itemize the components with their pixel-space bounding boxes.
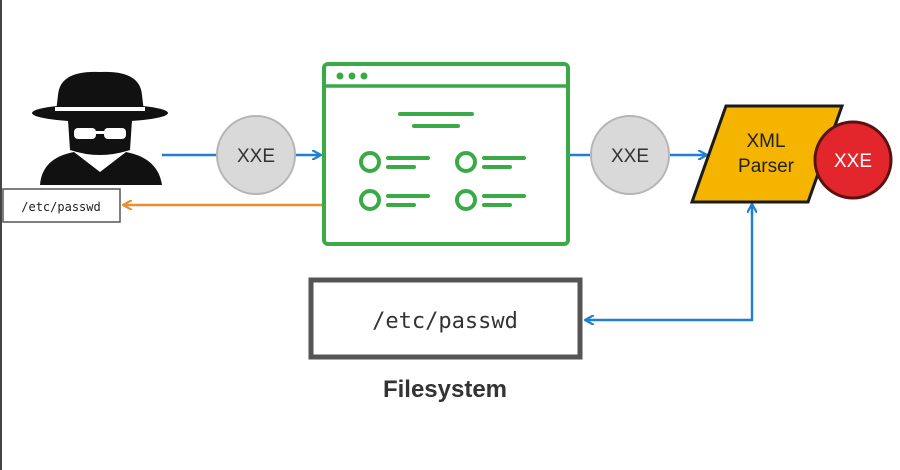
- xxe-node-1-label: XXE: [237, 146, 275, 167]
- xml-parser-line2: Parser: [738, 156, 795, 177]
- xxe-node-2: XXE: [590, 115, 670, 195]
- browser-window-icon: [322, 62, 570, 246]
- leaked-file-box: /etc/passwd: [2, 188, 121, 223]
- spy-icon: [32, 71, 168, 185]
- file-label: /etc/passwd: [372, 309, 518, 334]
- parser-to-file-arrow: [586, 210, 754, 320]
- xxe-badge: XXE: [813, 120, 893, 200]
- xxe-node-1: XXE: [216, 115, 296, 195]
- xml-parser-line1: XML: [746, 131, 785, 152]
- xxe-badge-label: XXE: [834, 151, 872, 172]
- xxe-node-2-label: XXE: [611, 146, 649, 167]
- leaked-file-label: /etc/passwd: [21, 200, 100, 214]
- file-box: /etc/passwd: [308, 277, 583, 360]
- xml-parser-node: XML Parser: [689, 104, 845, 204]
- filesystem-caption: Filesystem: [383, 376, 507, 403]
